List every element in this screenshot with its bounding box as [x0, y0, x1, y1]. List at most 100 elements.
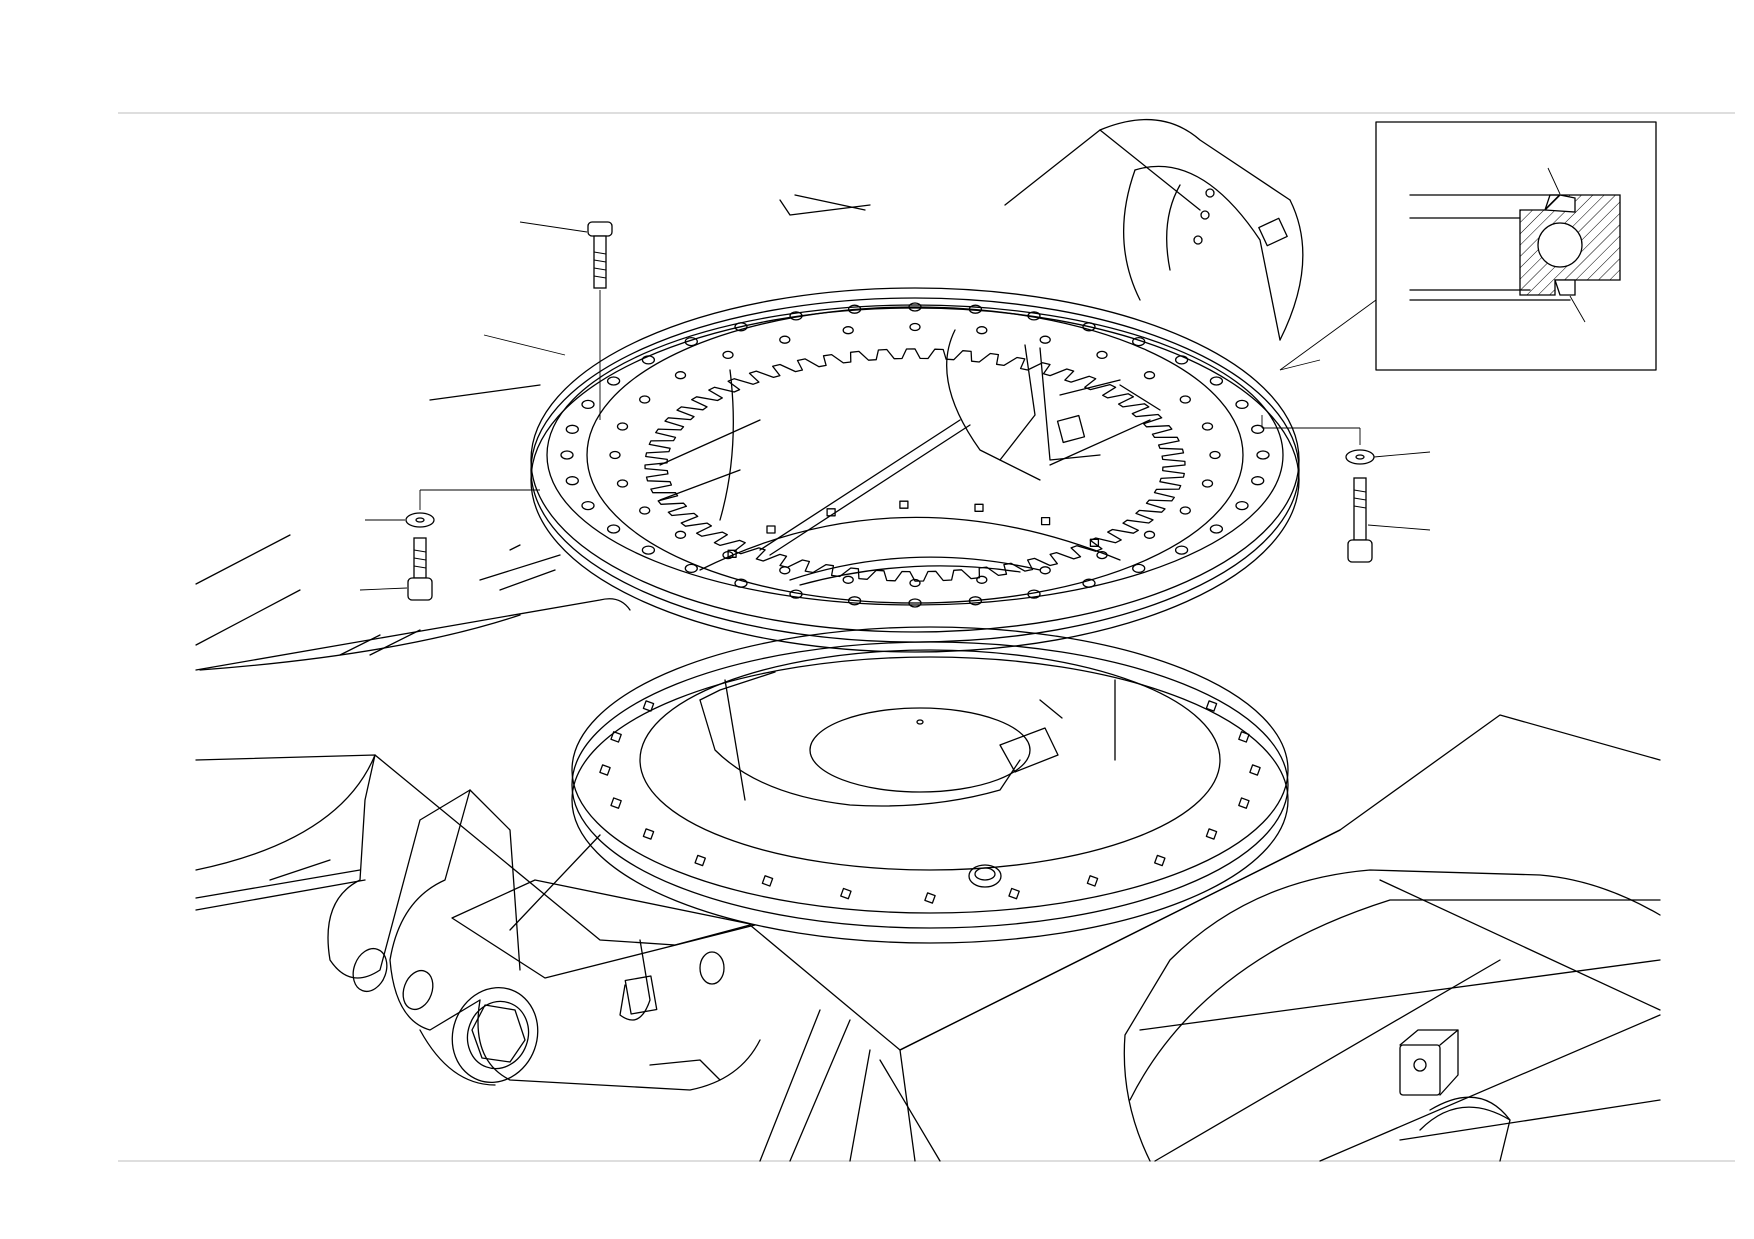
inner-bolt-hole [1201, 422, 1214, 431]
housing-bolt-mark [766, 525, 776, 534]
outer-bolt-hole [1256, 450, 1270, 460]
inner-bolt-hole [1143, 530, 1156, 539]
outer-bolt-hole [789, 589, 803, 599]
seat-bolt-hole [599, 764, 611, 776]
detail-inset-bearing-section [1279, 121, 1657, 371]
inner-bolt-hole [722, 350, 734, 360]
outer-bolt-hole [908, 302, 922, 312]
upper-frame [195, 119, 1304, 671]
outer-bolt-hole [1209, 524, 1224, 534]
inner-bolt-hole [1039, 335, 1051, 344]
outer-bolt-hole [565, 476, 579, 486]
inner-bolt-hole [1143, 371, 1156, 380]
seat-bolt-hole [761, 875, 774, 887]
seat-bolt-hole [1086, 875, 1099, 887]
inner-bolt-hole [1179, 395, 1191, 404]
outer-bolt-hole [684, 336, 698, 347]
seat-bolt-hole [610, 797, 622, 809]
outer-bolt-hole [1132, 336, 1146, 347]
outer-bolt-hole [1174, 545, 1189, 555]
internal-gear-teeth [644, 348, 1186, 582]
part-washer-bolt-right [1261, 415, 1431, 563]
inner-bolt-hole [674, 530, 687, 539]
seat-bolt-hole [1205, 828, 1218, 840]
outer-bolt-hole [606, 376, 621, 386]
outer-bolt-hole [1082, 578, 1096, 588]
inner-bolt-hole [779, 335, 791, 344]
inner-bolt-hole [976, 326, 988, 335]
seat-bolt-hole [642, 828, 655, 840]
inner-bolt-hole [909, 322, 921, 332]
housing-bolt-mark [1040, 516, 1051, 526]
seat-bolt-hole [1154, 854, 1166, 867]
outer-bolt-hole [1174, 355, 1189, 365]
outer-bolt-hole [581, 500, 595, 511]
part-washer-bolt-left [359, 489, 540, 601]
inner-housing-bolt-marks [727, 500, 1100, 558]
inner-bolt-hole [616, 422, 629, 431]
inner-bolt-hole [639, 506, 651, 515]
outer-bolt-hole [641, 355, 656, 365]
seat-bolt-hole [1205, 700, 1218, 712]
seat-bolt-hole [610, 731, 622, 743]
outer-bolt-hole [1235, 500, 1249, 511]
inner-bolt-hole [909, 578, 921, 588]
seat-bolt-hole [1008, 887, 1020, 900]
outer-bolt-hole [734, 578, 748, 588]
seat-bolt-hole [924, 892, 936, 904]
outer-bolt-hole [565, 424, 579, 434]
inner-bolt-hole [674, 371, 687, 380]
outer-bolt-hole [908, 598, 922, 608]
seat-bolt-hole [1238, 731, 1250, 743]
outer-bolt-hole [847, 304, 862, 314]
seat-bolt-hole [694, 854, 706, 867]
outer-bolt-hole [641, 545, 656, 555]
sheet-border [118, 112, 1735, 1162]
outer-bolt-hole [1027, 589, 1041, 599]
outer-bolt-hole [684, 563, 698, 574]
inner-bolt-hole [1096, 350, 1108, 360]
outer-bolt-hole [1251, 424, 1265, 434]
outer-bolt-hole [847, 596, 862, 606]
housing-bolt-mark [974, 503, 984, 512]
outer-bolt-hole [1027, 311, 1041, 321]
slewing-ring-bearing [530, 287, 1300, 653]
outer-bolt-hole [560, 450, 574, 460]
inner-bolt-hole [639, 395, 651, 404]
outer-bolt-hole [606, 524, 621, 534]
seat-bolt-hole [1238, 797, 1250, 809]
outer-bolt-hole [968, 596, 983, 606]
mounting-lugs [327, 754, 761, 1091]
lower-frame [195, 714, 1661, 1162]
seat-bolt-hole [1249, 764, 1261, 776]
inner-bolt-hole [1201, 479, 1214, 488]
seat-bolt-hole [840, 887, 852, 900]
outer-bolt-hole [1251, 476, 1265, 486]
inner-bolt-hole [1039, 566, 1051, 575]
inner-bolt-hole [842, 575, 854, 584]
outer-bolt-hole [1235, 399, 1249, 410]
inner-bolt-hole [1179, 506, 1191, 515]
housing-bolt-mark [1089, 538, 1100, 547]
part-bolt-upper [483, 221, 613, 420]
housing-bolt-mark [727, 549, 737, 558]
outer-bolt-hole [581, 399, 595, 410]
inner-bolt-hole [842, 326, 854, 335]
outer-bolt-hole [1082, 322, 1096, 332]
inner-bolt-holes [609, 322, 1221, 588]
housing-bolt-mark [899, 500, 909, 509]
outer-bolt-hole [789, 311, 803, 321]
outer-bolt-hole [1132, 563, 1146, 574]
outer-bolt-hole [1209, 376, 1224, 386]
inner-bolt-hole [1209, 450, 1221, 460]
outer-bolt-holes [560, 302, 1270, 608]
inner-bolt-hole [609, 450, 621, 460]
inner-bolt-hole [616, 479, 629, 488]
housing-bolt-mark [826, 508, 836, 517]
lower-bearing-seat [571, 626, 1289, 944]
seat-bolt-hole [642, 700, 655, 712]
outer-bolt-hole [968, 304, 983, 314]
inner-bolt-hole [976, 575, 988, 584]
